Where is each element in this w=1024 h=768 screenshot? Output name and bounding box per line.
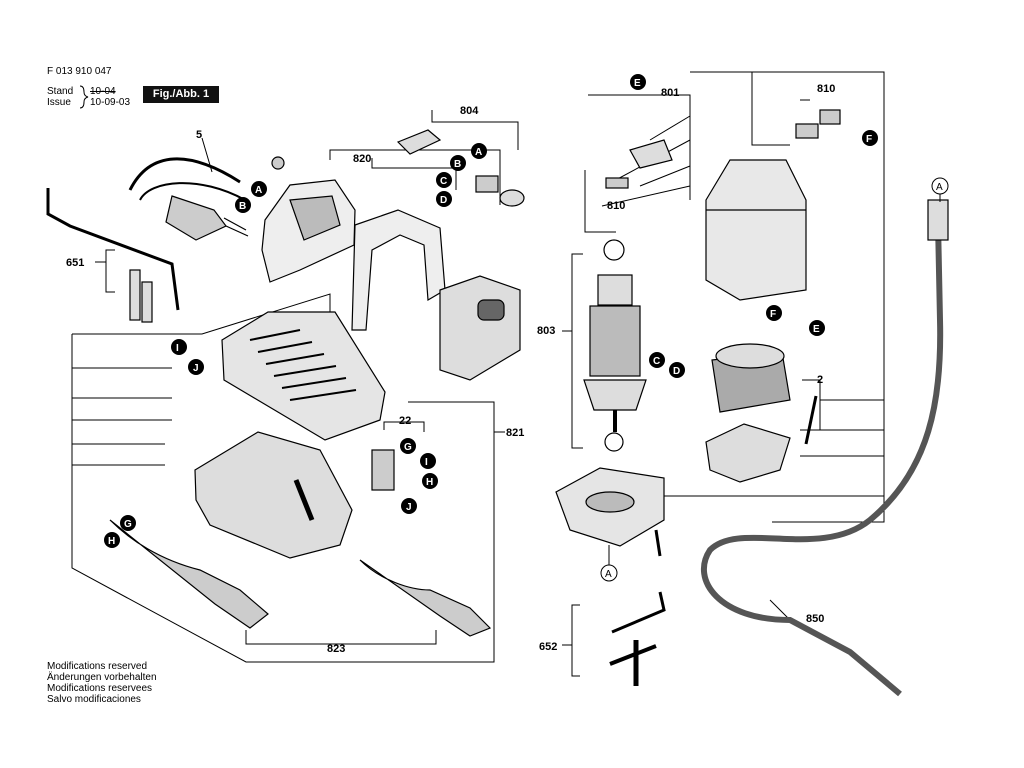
callout-820: 820 [353,153,371,165]
callout-850: 850 [806,613,824,625]
svg-text:B: B [454,159,461,170]
badge-d-1: D [436,191,452,207]
callout-823: 823 [327,643,345,655]
stand-label: Stand [47,86,74,97]
issue-label: Issue [47,97,71,108]
callout-651: 651 [66,257,84,269]
badge-i-2: I [420,453,436,469]
svg-text:H: H [108,536,115,547]
badge-h-1: H [422,473,438,489]
svg-text:G: G [124,519,132,530]
svg-text:E: E [813,324,820,335]
svg-text:F: F [866,134,872,145]
svg-text:D: D [440,195,447,206]
svg-text:I: I [176,343,179,354]
svg-text:J: J [193,363,199,374]
badge-a-2: A [471,143,487,159]
svg-text:A: A [605,569,612,580]
svg-text:A: A [936,182,943,193]
connector-mark-top: A [931,177,949,202]
connector-mark-bottom: A [600,545,618,582]
badge-b-1: B [235,197,251,213]
badge-j-1: J [188,359,204,375]
callout-804: 804 [460,105,479,117]
badge-f-1: F [862,130,878,146]
footer-line-2: Änderungen vorbehalten [47,672,157,683]
callout-22: 22 [399,415,411,427]
callout-652: 652 [539,641,557,653]
svg-text:B: B [239,201,246,212]
badge-g-2: G [120,515,136,531]
badge-a-1: A [251,181,267,197]
badge-e-2: E [809,320,825,336]
svg-text:H: H [426,477,433,488]
svg-text:D: D [673,366,680,377]
footer-line-1: Modifications reserved [47,661,148,672]
svg-text:A: A [255,185,262,196]
callout-801: 801 [661,87,679,99]
badge-f-2: F [766,305,782,321]
svg-text:F: F [770,309,776,320]
footer-line-3: Modifications reservees [47,683,153,694]
badge-h-2: H [104,532,120,548]
callout-821: 821 [506,427,524,439]
badge-b-2: B [450,155,466,171]
svg-text:E: E [634,78,641,89]
callout-803: 803 [537,325,555,337]
badge-j-2: J [401,498,417,514]
callout-2: 2 [817,374,823,386]
svg-text:I: I [425,457,428,468]
badge-c-1: C [436,172,452,188]
badge-d-2: D [669,362,685,378]
callout-810-lower: 810 [607,200,625,212]
footer-line-4: Salvo modificaciones [47,694,141,705]
svg-text:C: C [653,356,660,367]
svg-text:A: A [475,147,482,158]
svg-text:C: C [440,176,447,187]
callout-5: 5 [196,129,202,141]
document-number: F 013 910 047 [47,66,112,77]
issue-date: 10-09-03 [90,97,131,108]
badge-g-1: G [400,438,416,454]
stand-value: 10-04 [90,86,116,97]
svg-text:G: G [404,442,412,453]
figure-label: Fig./Abb. 1 [143,86,219,103]
badge-e-1: E [630,74,646,90]
callout-810-upper: 810 [817,83,835,95]
svg-text:J: J [406,502,412,513]
badge-c-2: C [649,352,665,368]
badge-i-1: I [171,339,187,355]
